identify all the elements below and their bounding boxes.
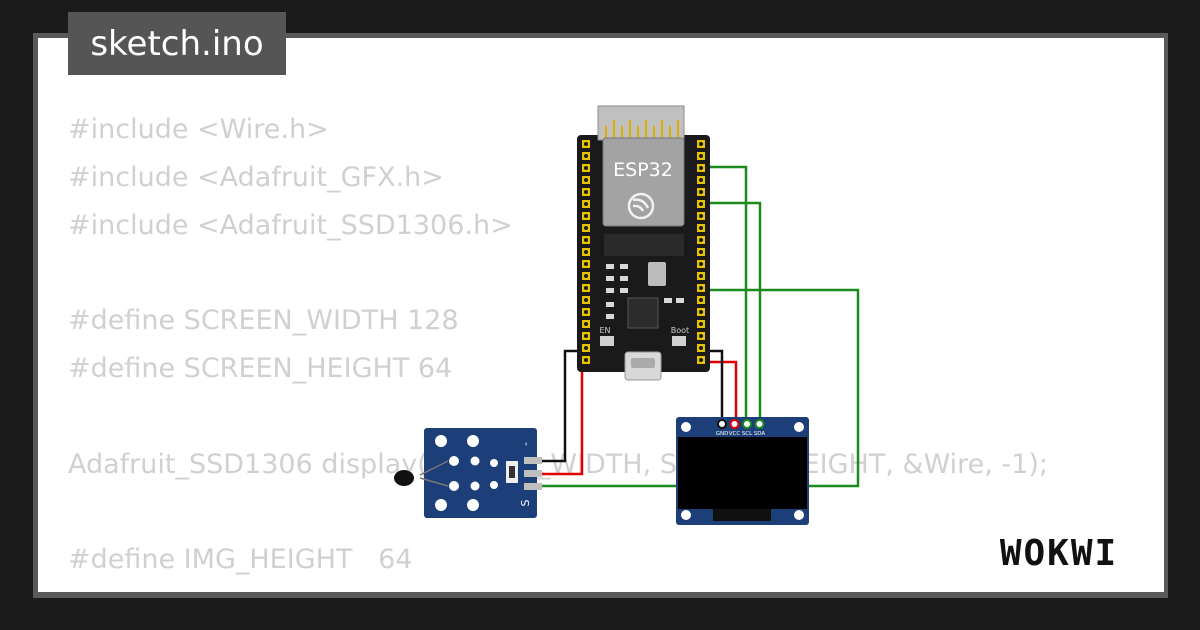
esp32-pin-hole bbox=[699, 310, 703, 314]
esp32-pin-hole bbox=[699, 298, 703, 302]
sensor-pin-minus: - bbox=[519, 442, 532, 446]
esp32-pin-hole bbox=[584, 202, 588, 206]
oled-pin-label: GND bbox=[716, 431, 729, 437]
wire-green-scl bbox=[706, 165, 748, 424]
wifi-antenna bbox=[597, 105, 685, 141]
wire-black-gnd-right bbox=[706, 349, 724, 424]
esp32-pin-hole bbox=[584, 166, 588, 170]
esp32-pin-hole bbox=[699, 238, 703, 242]
oled-pin-vcc[interactable] bbox=[729, 419, 740, 429]
circuit-diagram[interactable]: ESP32 EN Boot bbox=[38, 38, 1164, 592]
code-line: #define IMG_HEIGHT 64 bbox=[68, 544, 413, 576]
esp32-pin-hole bbox=[584, 250, 588, 254]
esp32-pin-hole bbox=[584, 322, 588, 326]
esp32-pin-hole bbox=[699, 154, 703, 158]
esp32-pin-hole bbox=[584, 334, 588, 338]
esp32-pin-hole bbox=[584, 154, 588, 158]
esp32-pin-hole bbox=[699, 190, 703, 194]
oled-pin-scl[interactable] bbox=[742, 419, 752, 429]
esp32-pin-hole bbox=[699, 166, 703, 170]
espressif-logo-icon bbox=[627, 192, 655, 220]
esp32-pin-hole bbox=[584, 358, 588, 362]
en-label: EN bbox=[599, 326, 610, 335]
esp32-pin-hole bbox=[584, 310, 588, 314]
esp32-pin-hole bbox=[584, 238, 588, 242]
oled-pin-gnd[interactable] bbox=[717, 419, 727, 429]
esp32-label: ESP32 bbox=[613, 159, 673, 181]
oled-pin-label: SCL bbox=[742, 431, 753, 437]
code-line: #include <Adafruit_GFX.h> bbox=[68, 161, 444, 193]
oled-pin-label: SDA bbox=[754, 431, 766, 437]
wire-black-gnd-left bbox=[540, 349, 581, 463]
esp32-pin-hole bbox=[699, 142, 703, 146]
esp32-pin-hole bbox=[699, 322, 703, 326]
esp32-pin-hole bbox=[584, 178, 588, 182]
esp32-module-shield bbox=[602, 137, 685, 227]
esp32-pin-hole bbox=[699, 274, 703, 278]
boot-label: Boot bbox=[671, 326, 689, 335]
esp32-pin-hole bbox=[584, 262, 588, 266]
esp32-pin-hole bbox=[584, 274, 588, 278]
sensor-pin-s: S bbox=[519, 499, 532, 506]
esp32-header-pins bbox=[582, 140, 705, 364]
esp32-pin-hole bbox=[699, 214, 703, 218]
code-line: #include <Adafruit_SSD1306.h> bbox=[68, 209, 513, 241]
esp32-pin-hole bbox=[699, 262, 703, 266]
esp32-pin-hole bbox=[699, 286, 703, 290]
code-line: #define IMG_WIDTH 64 bbox=[68, 584, 1048, 593]
esp32-pin-hole bbox=[699, 202, 703, 206]
boot-button[interactable] bbox=[672, 336, 686, 346]
esp32-pin-hole bbox=[584, 346, 588, 350]
esp32-pin-hole bbox=[584, 190, 588, 194]
en-button[interactable] bbox=[600, 336, 614, 346]
esp32-pin-hole bbox=[699, 334, 703, 338]
ntc-sensor-module[interactable]: - S bbox=[394, 428, 542, 518]
thermistor bbox=[394, 470, 414, 486]
wokwi-logo-text: WOKWI bbox=[1000, 533, 1118, 574]
oled-pin-label: VCC bbox=[729, 431, 741, 437]
esp32-pin-hole bbox=[699, 226, 703, 230]
esp32-pin-hole bbox=[699, 346, 703, 350]
esp32-pin-hole bbox=[584, 214, 588, 218]
wokwi-logo: WOKWI bbox=[1000, 533, 1118, 574]
oled-screen bbox=[678, 437, 807, 509]
esp32-pin-hole bbox=[699, 358, 703, 362]
esp32-pin-hole bbox=[699, 178, 703, 182]
code-line: #include <Wire.h> bbox=[68, 114, 329, 145]
wire-green-sda bbox=[706, 201, 762, 424]
esp32-pin-hole bbox=[584, 286, 588, 290]
file-tab[interactable]: sketch.ino bbox=[68, 12, 286, 75]
code-line: #define SCREEN_HEIGHT 64 bbox=[68, 352, 453, 384]
oled-pin-sda[interactable] bbox=[754, 419, 765, 429]
code-line: #define SCREEN_WIDTH 128 bbox=[68, 305, 459, 337]
esp32-pin-hole bbox=[699, 250, 703, 254]
esp32-pin-hole bbox=[584, 298, 588, 302]
esp32-pin-hole bbox=[584, 226, 588, 230]
esp32-board[interactable]: ESP32 EN Boot bbox=[577, 105, 710, 381]
esp32-pin-hole bbox=[584, 142, 588, 146]
